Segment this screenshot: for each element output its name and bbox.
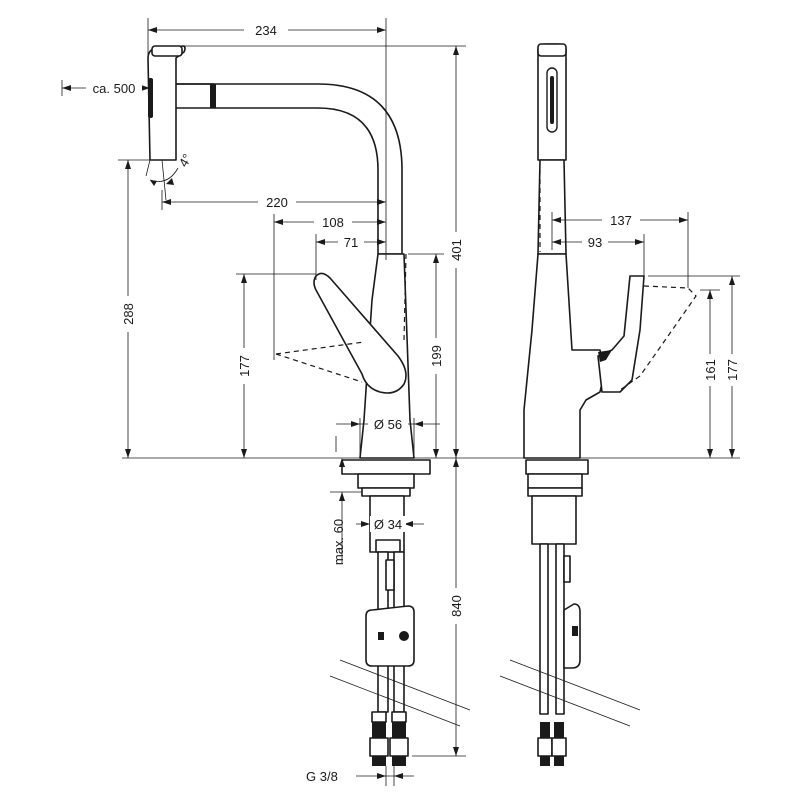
weight-dot [399,631,409,641]
dim-ca500: ca. 500 [93,81,136,96]
dim-177-left: 177 [237,355,252,377]
base-plate [341,459,431,475]
spray-head [147,45,186,161]
dim-max60: max. 60 [331,519,346,565]
side-lever-inner [598,350,612,362]
side-washer [527,473,583,489]
dim-angle4: 4° [176,151,195,169]
dim-161: 161 [703,359,718,381]
side-lever [597,275,645,393]
side-base-plate [525,459,589,475]
side-spray-cap [537,43,567,57]
dim-234: 234 [255,23,277,38]
spout-ring [210,84,216,108]
dim-288: 288 [121,303,136,325]
side-lever-open-outline [619,285,697,391]
dim-220: 220 [266,195,288,210]
countertop-hatch [329,659,471,727]
side-body [523,253,605,459]
side-view [499,43,697,766]
spout-arc [173,83,403,255]
dim-177-right: 177 [725,359,740,381]
shank-nut [375,539,401,553]
side-countertop-hatch [499,659,641,727]
base-washer [357,473,415,489]
side-shank [531,495,577,545]
hose-weight [365,605,415,667]
dim-108: 108 [322,215,344,230]
hose-connectors [369,711,409,766]
dim-71: 71 [344,235,358,250]
spray-head-cap [151,45,183,57]
lever-handle [313,272,407,394]
dim-dia56: Ø 56 [374,417,402,432]
dim-g38: G 3/8 [306,769,338,784]
front-view [147,45,471,766]
dim-dia34: Ø 34 [374,517,402,532]
dim-401: 401 [449,239,464,261]
dim-840: 840 [449,595,464,617]
side-dimensions: 137 93 161 177 [551,212,740,458]
side-hose-connectors [537,722,567,766]
dim-199: 199 [429,345,444,367]
spray-button [148,78,153,118]
dim-137: 137 [610,213,632,228]
lever-open-outline [275,253,407,383]
dim-93: 93 [588,235,602,250]
mount-ring [361,487,411,497]
front-dimensions: 234 401 ca. 500 4° 288 220 [61,18,740,786]
side-hoses [539,543,571,715]
